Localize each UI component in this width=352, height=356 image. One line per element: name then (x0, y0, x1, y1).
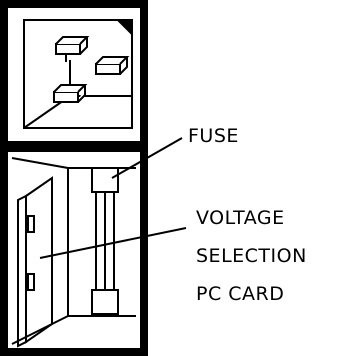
voltage-label-line3: PC CARD (196, 283, 284, 305)
module-housing (0, 0, 148, 356)
socket-prong-bottom (53, 84, 88, 103)
voltage-label-line2: SELECTION (196, 245, 307, 267)
voltage-selection-pc-card (17, 176, 53, 348)
fuse (91, 167, 119, 315)
voltage-label-line1: VOLTAGE (196, 207, 285, 229)
fuse-label: FUSE (188, 125, 239, 147)
fuse-leader-line (111, 137, 183, 179)
socket-prong-top (55, 36, 90, 62)
ac-inlet-socket (23, 19, 133, 129)
socket-prong-right (95, 56, 130, 75)
voltage-card-leader-line (39, 227, 187, 259)
fuse-compartment (11, 157, 136, 345)
